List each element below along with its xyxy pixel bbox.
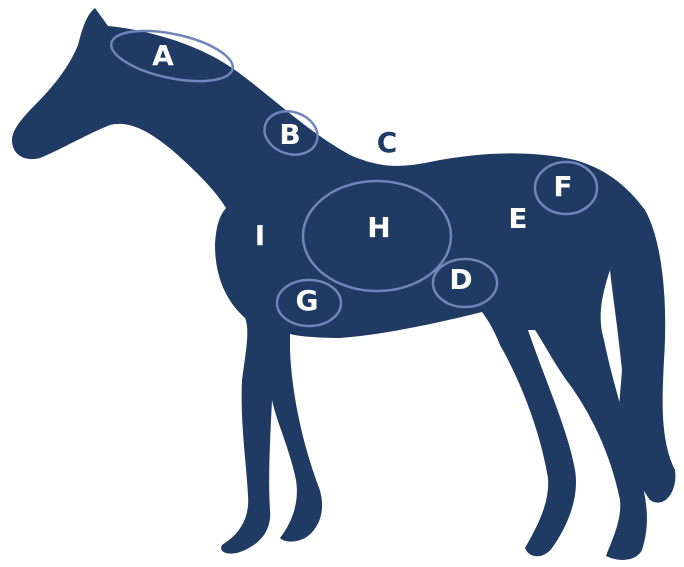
- label-g: G: [296, 284, 319, 317]
- label-e: E: [508, 202, 527, 235]
- region-ring-g: [275, 278, 343, 328]
- label-f: F: [553, 170, 572, 203]
- region-ring-d: [431, 257, 499, 309]
- label-h: H: [367, 211, 390, 244]
- label-c: C: [377, 126, 398, 159]
- label-a: A: [152, 39, 174, 72]
- region-ring-a: [109, 29, 235, 83]
- label-d: D: [449, 263, 472, 296]
- region-ring-b: [263, 110, 319, 156]
- label-i: I: [255, 219, 265, 252]
- label-b: B: [279, 118, 300, 151]
- region-ring-f: [533, 160, 599, 216]
- region-ring-h: [301, 179, 453, 293]
